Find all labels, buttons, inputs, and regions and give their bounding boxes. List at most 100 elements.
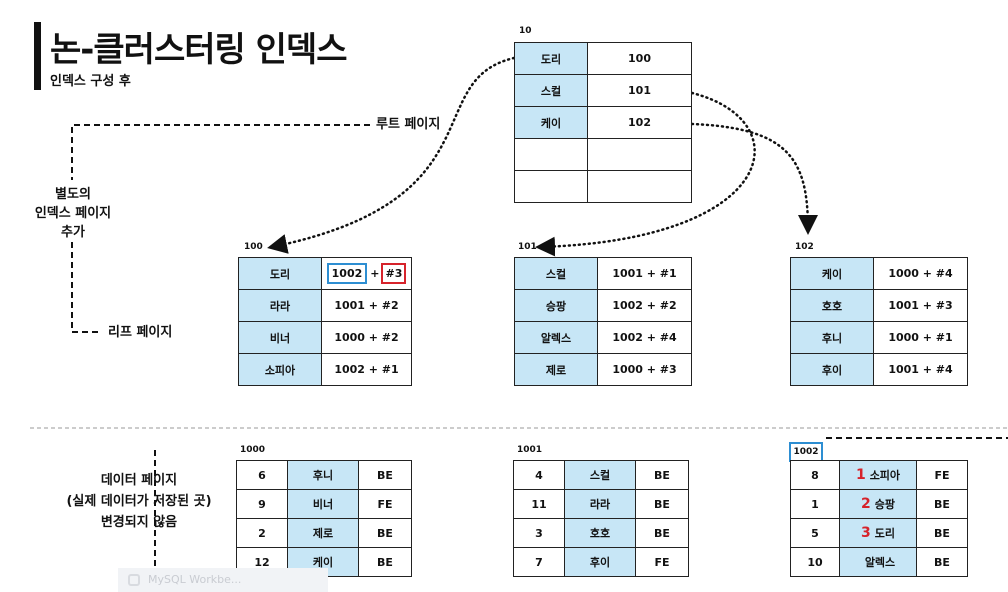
data-row-code: BE: [635, 518, 689, 548]
data-page-id-1002: 1002: [789, 442, 823, 462]
index-pointer: [587, 138, 692, 171]
leaf-key: 스컬: [514, 257, 598, 290]
data-page-id-1000: 1000: [240, 445, 266, 455]
data-row-id: 4: [513, 460, 565, 490]
data-row-id: 11: [513, 489, 565, 519]
index-pointer: 101: [587, 74, 692, 107]
data-row-name-text: 알렉스: [864, 556, 896, 569]
root-page-label: 루트 페이지: [376, 117, 441, 132]
index-key: [514, 138, 588, 171]
data-row-code: BE: [635, 489, 689, 519]
leaf-page-label: 리프 페이지: [108, 325, 173, 340]
leaf-key: 제로: [514, 353, 598, 386]
leaf-key: 케이: [790, 257, 874, 290]
data-row-name: 비너: [287, 489, 359, 519]
leaf-pointer: 1001 + #3: [873, 289, 968, 322]
leaf-pointer: 1002 + #1: [321, 353, 412, 386]
data-row-id: 10: [790, 547, 840, 577]
data-row-code: FE: [358, 489, 412, 519]
data-row-id: 8: [790, 460, 840, 490]
row-number-highlight: #3: [381, 263, 407, 284]
leaf-pointer: 1002+#3: [321, 257, 412, 290]
leaf-key: 알렉스: [514, 321, 598, 354]
data-row-code: BE: [358, 460, 412, 490]
title-accent-bar: [34, 22, 41, 90]
leaf-key: 후이: [790, 353, 874, 386]
data-row-name: 후이: [564, 547, 636, 577]
data-row-code: FE: [635, 547, 689, 577]
arrow-root-to-100: [267, 56, 516, 254]
separate-index-label-line2: 인덱스 페이지: [34, 206, 112, 221]
workbench-taskbar-tooltip[interactable]: MySQL Workbe...: [118, 568, 328, 592]
index-key: 스컬: [514, 74, 588, 107]
data-row-id: 9: [236, 489, 288, 519]
leaf-key: 라라: [238, 289, 322, 322]
data-row-code: BE: [916, 518, 968, 548]
leaf-pointer: 1001 + #4: [873, 353, 968, 386]
data-row-name: 제로: [287, 518, 359, 548]
data-row-name-text: 소피아: [869, 469, 901, 482]
index-key: 도리: [514, 42, 588, 75]
leaf-key: 도리: [238, 257, 322, 290]
data-row-name-text: 도리: [874, 527, 895, 540]
index-pointer: [587, 170, 692, 203]
data-row-name: 알렉스: [839, 547, 917, 577]
data-page-label-line1: 데이터 페이지: [100, 473, 178, 488]
leaf-page-id-100: 100: [244, 242, 263, 252]
leaf-pointer: 1000 + #1: [873, 321, 968, 354]
page-number-highlight: 1002: [326, 263, 368, 284]
separate-index-label-line1: 별도의: [55, 187, 91, 202]
separate-index-page-label: 별도의 인덱스 페이지 추가: [18, 185, 128, 242]
separate-index-label-line3: 추가: [61, 225, 85, 240]
data-row-name: 후니: [287, 460, 359, 490]
leaf-pointer: 1002 + #2: [597, 289, 692, 322]
leaf-key: 비너: [238, 321, 322, 354]
index-pointer: 100: [587, 42, 692, 75]
page-title: 논-클러스터링 인덱스: [50, 30, 347, 70]
data-row-name: 스컬: [564, 460, 636, 490]
data-row-code: FE: [916, 460, 968, 490]
index-key: [514, 170, 588, 203]
data-row-id: 1: [790, 489, 840, 519]
page-subtitle: 인덱스 구성 후: [50, 74, 131, 89]
index-key: 케이: [514, 106, 588, 139]
leaf-pointer: 1001 + #1: [597, 257, 692, 290]
arrow-root-to-101: [535, 91, 756, 257]
leaf-page-id-101: 101: [518, 242, 537, 252]
data-page-label: 데이터 페이지 (실제 데이터가 저장된 곳) 변경되지 않음: [44, 470, 234, 533]
data-page-label-line2: (실제 데이터가 저장된 곳): [66, 494, 212, 509]
data-row-id: 3: [513, 518, 565, 548]
leaf-pointer: 1000 + #3: [597, 353, 692, 386]
leaf-pointer: 1002 + #4: [597, 321, 692, 354]
workbench-app-icon: [128, 574, 140, 586]
